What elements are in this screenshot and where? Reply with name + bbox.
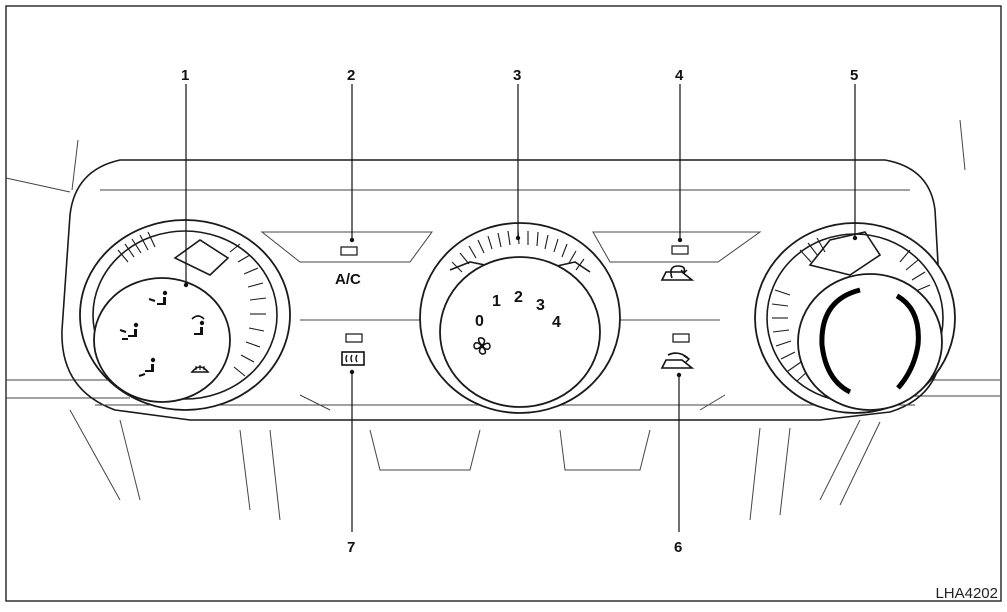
figure-id: LHA4202	[935, 585, 998, 602]
callout-2: 2	[347, 67, 355, 84]
callout-1: 1	[181, 67, 189, 84]
fresh-air-icon[interactable]	[660, 352, 695, 369]
air-recirculation-icon[interactable]	[660, 265, 695, 281]
fan-speed-4: 4	[552, 314, 561, 331]
control-panel-bezel	[61, 159, 943, 421]
callout-4: 4	[675, 67, 684, 84]
fan-speed-2: 2	[514, 289, 523, 306]
vent-bilevel-icon	[119, 322, 139, 340]
fan-speed-knob[interactable]	[419, 222, 621, 414]
callout-3: 3	[513, 67, 521, 84]
defrost-icon	[190, 365, 210, 373]
callout-leaders	[185, 84, 856, 532]
fan-icon	[473, 337, 491, 355]
mode-knob[interactable]	[79, 219, 291, 411]
fresh-air-indicator-light	[672, 333, 690, 343]
callout-6: 6	[674, 539, 682, 556]
temperature-scale-arc-right	[881, 287, 921, 390]
temperature-knob[interactable]	[754, 222, 956, 414]
ac-indicator-light	[340, 246, 358, 256]
fan-speed-3: 3	[536, 297, 545, 314]
callout-7: 7	[347, 539, 355, 556]
fan-speed-scale: 0 1 2 3 4	[473, 289, 561, 355]
mode-icons	[119, 290, 210, 377]
callout-dots	[183, 235, 858, 378]
vent-feet-defrost-icon	[191, 315, 205, 335]
rear-defroster-indicator-light	[345, 333, 363, 343]
fan-speed-0: 0	[475, 313, 484, 330]
ac-button-label[interactable]: A/C	[335, 271, 361, 288]
vent-feet-icon	[138, 357, 156, 377]
recirculation-indicator-light	[671, 245, 689, 255]
temperature-scale-arc	[819, 287, 861, 395]
vent-face-icon	[148, 290, 168, 305]
figure-border	[5, 5, 1002, 602]
fan-speed-1: 1	[492, 293, 501, 310]
rear-defroster-icon[interactable]	[341, 351, 365, 366]
callout-5: 5	[850, 67, 858, 84]
